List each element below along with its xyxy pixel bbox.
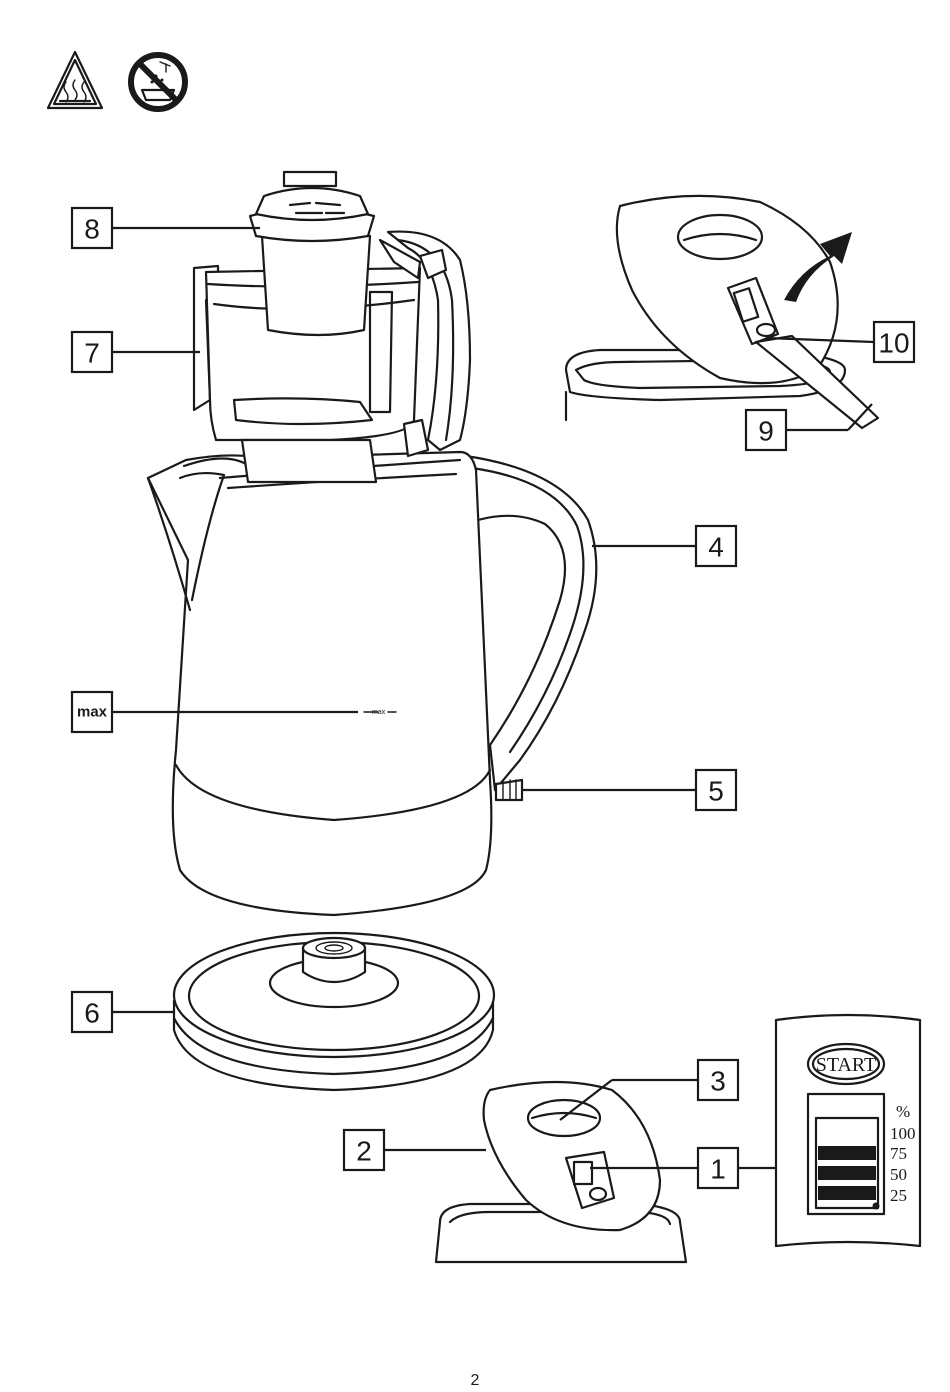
lid-removal-detail <box>566 196 878 428</box>
filter-cartridge <box>250 172 374 335</box>
svg-text:5: 5 <box>708 776 724 807</box>
svg-text:7: 7 <box>84 338 100 369</box>
svg-text:max: max <box>77 704 108 721</box>
percent-label: % <box>896 1102 910 1121</box>
level-label-100: 100 <box>890 1124 916 1143</box>
label-4: 4 <box>696 526 736 566</box>
label-10: 10 <box>874 322 914 362</box>
hot-surface-warning-icon <box>48 52 102 108</box>
svg-text:6: 6 <box>84 998 100 1029</box>
kettle-max-mark: max <box>372 709 386 716</box>
svg-text:10: 10 <box>878 328 909 359</box>
svg-text:8: 8 <box>84 214 100 245</box>
label-2: 2 <box>344 1130 384 1170</box>
svg-text:4: 4 <box>708 532 724 563</box>
level-label-75: 75 <box>890 1144 907 1163</box>
start-label: START <box>816 1054 877 1076</box>
no-immersion-icon <box>131 55 185 109</box>
kettle-body <box>148 452 491 915</box>
label-7: 7 <box>72 332 112 372</box>
level-label-50: 50 <box>890 1165 907 1184</box>
svg-text:1: 1 <box>710 1154 726 1185</box>
svg-text:2: 2 <box>356 1136 372 1167</box>
svg-text:3: 3 <box>710 1066 726 1097</box>
kettle-base <box>174 933 494 1090</box>
label-5: 5 <box>696 770 736 810</box>
on-off-switch <box>496 780 522 800</box>
page-number: 2 <box>0 1372 950 1390</box>
svg-text:9: 9 <box>758 416 774 447</box>
label-9: 9 <box>746 410 786 450</box>
label-3: 3 <box>698 1060 738 1100</box>
display-panel-inset: START % 100 75 50 25 <box>776 1015 920 1246</box>
label-max: max <box>72 692 112 732</box>
level-label-25: 25 <box>890 1186 907 1205</box>
label-1: 1 <box>698 1148 738 1188</box>
label-6: 6 <box>72 992 112 1032</box>
lid-display-detail <box>436 1082 686 1262</box>
label-8: 8 <box>72 208 112 248</box>
